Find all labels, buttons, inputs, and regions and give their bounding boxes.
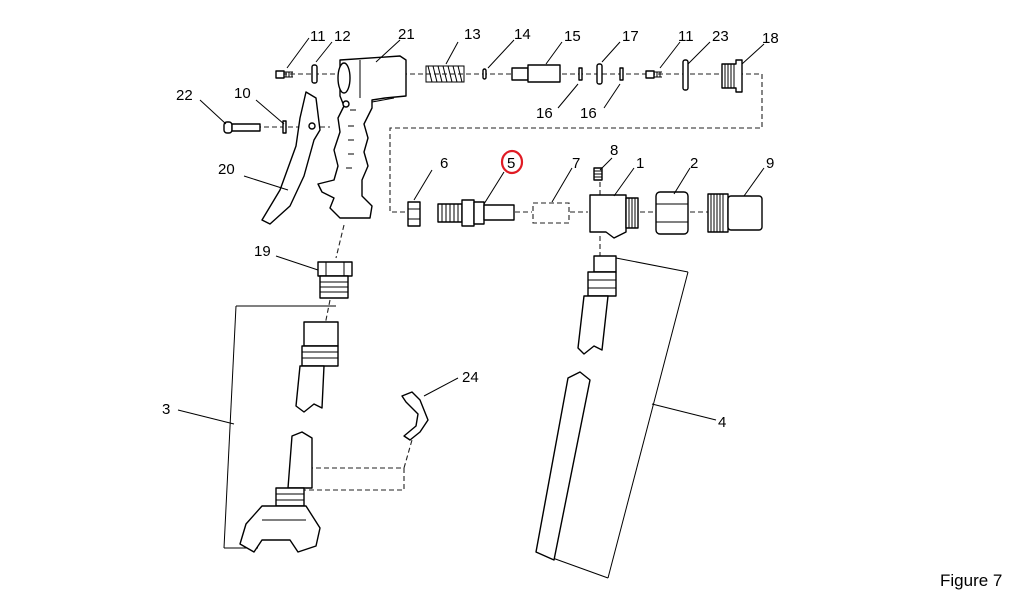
callout-12: 12: [334, 28, 351, 45]
part-16-oring-b: [619, 67, 624, 81]
part-8-set-screw: [593, 167, 603, 181]
callout-17: 17: [622, 28, 639, 45]
part-17-washer: [596, 63, 603, 85]
callout-19: 19: [254, 243, 271, 260]
leader-lines: [177, 37, 765, 425]
callout-21: 21: [398, 26, 415, 43]
highlight-circle-callout-5: [500, 149, 524, 175]
callout-2: 2: [690, 155, 698, 172]
callout-5: 5: [507, 155, 515, 172]
part-4-hose-assembly: [535, 255, 689, 579]
part-10-ring: [282, 120, 287, 134]
callout-15: 15: [564, 28, 581, 45]
part-3-hose-assembly: [223, 305, 339, 553]
part-23-gasket: [682, 59, 689, 91]
figure-caption: Figure 7: [940, 571, 1002, 590]
part-21-gun-body: [317, 55, 407, 219]
callout-7: 7: [572, 155, 580, 172]
part-15-valve-stem: [511, 64, 561, 83]
callout-22: 22: [176, 87, 193, 104]
part-11-screw-left: [275, 70, 293, 79]
callout-11-left: 11: [310, 28, 326, 45]
callout-20: 20: [218, 161, 235, 178]
callout-1: 1: [636, 155, 644, 172]
part-22-pin: [223, 121, 261, 134]
callout-14: 14: [514, 26, 531, 43]
callout-labels: 11 12 21 13 14 15 17 11 23 18 16 16 22 1…: [162, 26, 779, 431]
part-7-sleeve: [532, 202, 570, 224]
part-12-washer: [311, 64, 318, 84]
callout-11-right: 11: [678, 28, 694, 45]
part-20-trigger: [261, 91, 321, 225]
callout-18: 18: [762, 30, 779, 47]
part-6-nut: [407, 201, 421, 227]
part-9-adapter: [707, 193, 763, 233]
callout-24: 24: [462, 369, 479, 386]
callout-10: 10: [234, 85, 251, 102]
part-1-body: [589, 194, 639, 239]
part-5-stud: [437, 199, 515, 227]
callout-8: 8: [610, 142, 618, 159]
part-18-cap: [721, 59, 743, 93]
part-2-nut: [655, 191, 689, 235]
callout-6: 6: [440, 155, 448, 172]
part-24-hairpin-clip: [401, 391, 429, 441]
callout-16-b: 16: [580, 105, 597, 122]
part-13-spring: [425, 65, 465, 83]
callout-13: 13: [464, 26, 481, 43]
part-16-oring-a: [578, 67, 583, 81]
callout-23: 23: [712, 28, 729, 45]
callout-9: 9: [766, 155, 774, 172]
callout-3: 3: [162, 401, 170, 418]
callout-16-a: 16: [536, 105, 553, 122]
part-11-screw-right: [645, 70, 662, 79]
callout-4: 4: [718, 414, 726, 431]
part-14-ring: [482, 68, 487, 80]
part-19-fitting: [317, 261, 353, 299]
